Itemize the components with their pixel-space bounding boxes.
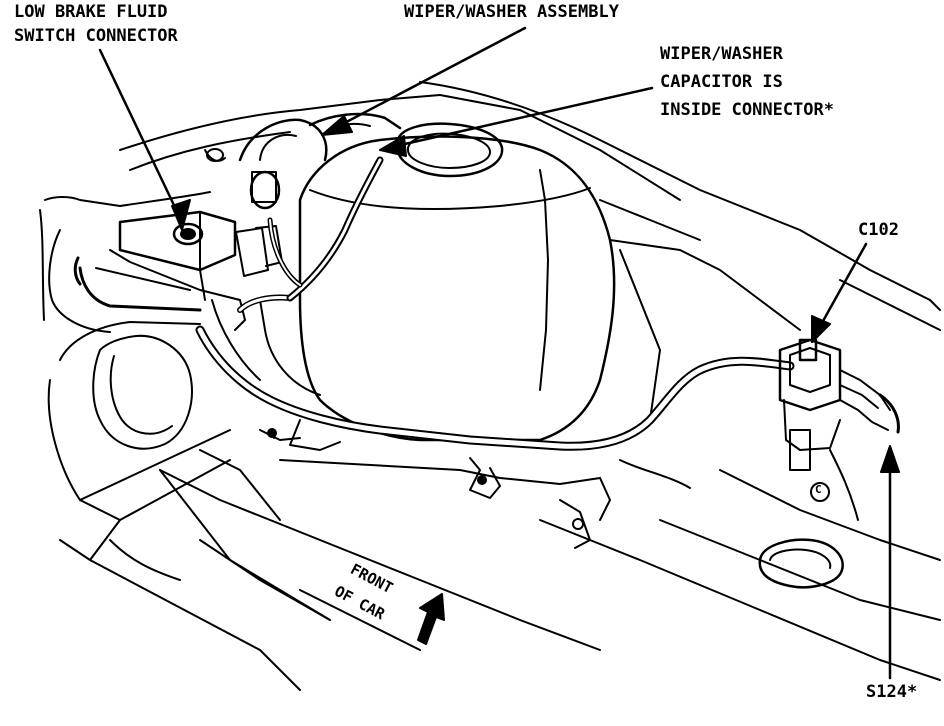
arrow-low-brake-fluid (98, 48, 191, 231)
arrow-c102 (811, 242, 868, 343)
wiring-harness (195, 156, 795, 485)
callout-arrows (98, 26, 900, 680)
c102-connector-assembly (778, 338, 900, 521)
harness-brackets (267, 428, 691, 549)
left-strut-tower (47, 321, 331, 691)
label-s124: S124* (866, 682, 918, 702)
cowl-firewall-outline (119, 81, 931, 301)
label-low-brake-fluid-line1: LOW BRAKE FLUID (14, 2, 168, 22)
left-fender-outline (39, 191, 211, 333)
arrow-wiper-capacitor (379, 86, 654, 157)
copyright-symbol: C (815, 483, 822, 496)
lower-cowl-lines (159, 469, 601, 651)
label-c102: C102 (858, 220, 899, 240)
arrow-wiper-washer-assembly (321, 26, 527, 136)
front-of-car-arrow (417, 593, 445, 645)
right-fender-structure (539, 279, 941, 681)
label-wiper-capacitor-line2: CAPACITOR IS (660, 72, 783, 92)
arrow-s124 (880, 445, 900, 680)
label-wiper-capacitor-line1: WIPER/WASHER (660, 44, 783, 64)
label-low-brake-fluid-line2: SWITCH CONNECTOR (14, 26, 178, 46)
label-wiper-capacitor-line3: INSIDE CONNECTOR* (660, 100, 834, 120)
washer-reservoir (298, 122, 801, 442)
brake-master-cylinder (109, 210, 283, 331)
label-wiper-washer-assembly: WIPER/WASHER ASSEMBLY (404, 2, 619, 22)
